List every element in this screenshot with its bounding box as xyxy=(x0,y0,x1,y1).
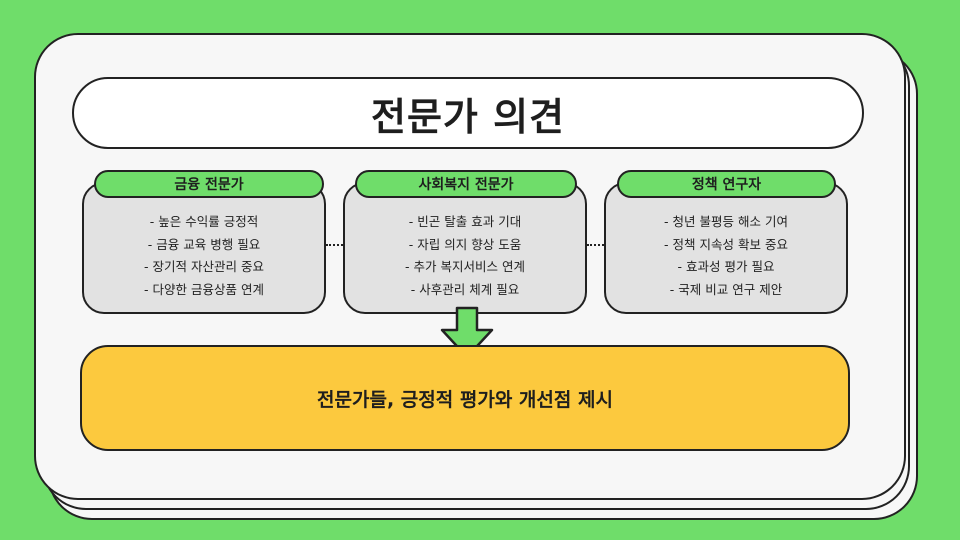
expert-points-list: - 높은 수익률 긍정적 - 금융 교육 병행 필요 - 장기적 자산관리 중요… xyxy=(84,211,324,301)
expert-box-policy: - 청년 불평등 해소 기여 - 정책 지속성 확보 중요 - 효과성 평가 필… xyxy=(604,182,848,314)
expert-points-list: - 청년 불평등 해소 기여 - 정책 지속성 확보 중요 - 효과성 평가 필… xyxy=(606,211,846,301)
list-item: - 청년 불평등 해소 기여 xyxy=(664,214,788,229)
list-item: - 다양한 금융상품 연계 xyxy=(144,281,264,297)
list-item: - 빈곤 탈출 효과 기대 xyxy=(408,214,522,229)
expert-box-social-welfare: - 빈곤 탈출 효과 기대 - 자립 의지 향상 도움 - 추가 복지서비스 연… xyxy=(343,182,587,314)
connector-dotted-line xyxy=(587,244,604,246)
list-item: - 금융 교육 병행 필요 xyxy=(147,236,261,252)
list-item: - 높은 수익률 긍정적 xyxy=(149,214,259,229)
list-item: - 자립 의지 향상 도움 xyxy=(408,236,522,252)
connector-dotted-line xyxy=(326,244,343,246)
expert-box-finance: - 높은 수익률 긍정적 - 금융 교육 병행 필요 - 장기적 자산관리 중요… xyxy=(82,182,326,314)
list-item: - 국제 비교 연구 제안 xyxy=(669,281,783,297)
page-title: 전문가 의견 xyxy=(370,94,566,139)
list-item: - 효과성 평가 필요 xyxy=(677,259,775,274)
expert-points-list: - 빈곤 탈출 효과 기대 - 자립 의지 향상 도움 - 추가 복지서비스 연… xyxy=(345,211,585,301)
conclusion-text: 전문가들, 긍정적 평가와 개선점 제시 xyxy=(317,388,613,411)
list-item: - 사후관리 체계 필요 xyxy=(410,281,520,297)
expert-name: 정책 연구자 xyxy=(691,177,762,193)
down-arrow-icon xyxy=(440,306,494,359)
title-banner: 전문가 의견 xyxy=(72,77,864,149)
expert-name: 금융 전문가 xyxy=(174,177,244,193)
list-item: - 추가 복지서비스 연계 xyxy=(405,259,525,274)
expert-name: 사회복지 전문가 xyxy=(418,177,514,193)
list-item: - 장기적 자산관리 중요 xyxy=(144,259,264,274)
expert-label-social-welfare: 사회복지 전문가 xyxy=(355,170,577,198)
expert-label-policy: 정책 연구자 xyxy=(617,170,836,198)
expert-label-finance: 금융 전문가 xyxy=(94,170,324,198)
list-item: - 정책 지속성 확보 중요 xyxy=(664,236,788,252)
conclusion-box: 전문가들, 긍정적 평가와 개선점 제시 xyxy=(80,345,850,451)
